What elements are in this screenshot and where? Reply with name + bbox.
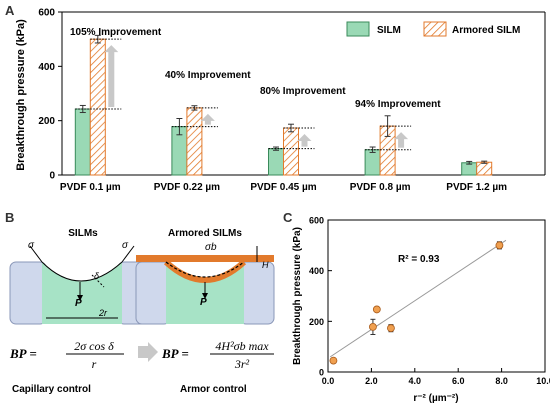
meniscus-silm: [41, 261, 123, 282]
data-point: [372, 305, 381, 314]
y-tick-label-c: 0: [319, 368, 324, 378]
armored-silms-title: Armored SILMs: [168, 228, 242, 239]
x-tick-label-c: 2.0: [365, 376, 378, 386]
plot-frame-c: [327, 219, 546, 373]
y-axis-label-c: Breakthrough pressure (kPa): [292, 227, 303, 365]
x-axis-label-c: r⁻² (µm⁻²): [413, 393, 458, 404]
legend-swatch-silm: [346, 21, 370, 37]
delta-label: δ: [94, 271, 100, 281]
eq1-lhs: BP =: [9, 346, 37, 361]
y-tick-label-a: 400: [38, 62, 55, 73]
legend-label-armored: Armored SILM: [452, 25, 520, 36]
bar-armored-silm: [283, 127, 299, 176]
data-point: [369, 323, 377, 331]
liquid-silm: [42, 262, 122, 324]
sigma-left: σ: [28, 240, 35, 251]
armored-pore-wall-left: [135, 261, 171, 325]
r2-annotation: R² = 0.93: [398, 254, 440, 265]
bar-silm: [364, 149, 381, 176]
bar-silm: [74, 108, 91, 176]
x-tick-label-c: 8.0: [495, 376, 508, 386]
bar-armored-silm: [476, 161, 493, 176]
pore-silm: σ σ δ P 2r: [9, 240, 155, 325]
armor-control-label: Armor control: [180, 384, 247, 395]
sigma-right: σ: [122, 240, 129, 251]
annotation-40: 40% Improvement: [165, 70, 251, 81]
x-tick-label-c: 10.0: [536, 376, 550, 386]
armor-layer: [136, 255, 274, 262]
eq2-numerator: 4H²σb max: [215, 339, 269, 353]
armored-pore-wall-right: [239, 261, 275, 325]
legend-label-silm: SILM: [377, 25, 401, 36]
pressure-label-armored: P: [200, 297, 207, 308]
x-tick-label-a: PVDF 1.2 µm: [446, 182, 507, 193]
annotation-105: 105% Improvement: [70, 27, 162, 38]
fit-line: [329, 239, 507, 358]
pore-wall-left: [9, 261, 47, 325]
eq1-denominator: r: [92, 357, 97, 371]
panel-label-a: A: [5, 3, 15, 18]
tangent-line: [91, 274, 105, 288]
h-label: H: [262, 260, 269, 270]
bar-armored-silm: [186, 107, 203, 176]
scatter-chart-c: Breakthrough pressure (kPa) r⁻² (µm⁻²) R…: [292, 216, 550, 405]
bar-armored-silm: [89, 38, 106, 176]
x-tick-label-a: PVDF 0.45 µm: [250, 182, 316, 193]
bar-silm: [268, 148, 284, 176]
x-tick-label-a: PVDF 0.1 µm: [60, 182, 121, 193]
y-tick-label-c: 600: [309, 216, 324, 226]
capillary-control-label: Capillary control: [12, 384, 91, 395]
eq2-denominator: 3r²: [234, 357, 250, 371]
improvement-arrow-icon: [104, 45, 119, 107]
panel-label-c: C: [283, 210, 293, 225]
y-axis-label-a: Breakthrough pressure (kPa): [15, 19, 27, 171]
x-tick-label-a: PVDF 0.22 µm: [154, 182, 220, 193]
y-tick-label-c: 400: [309, 266, 324, 276]
sigma-arrow-left: [29, 245, 43, 263]
improvement-arrow-icon: [394, 132, 409, 148]
pore-armored: σb H P: [135, 242, 275, 325]
annotation-80: 80% Improvement: [260, 86, 346, 97]
equations: BP = 2σ cos δ r BP = 4H²σb max 3r² Capil…: [9, 339, 274, 395]
y-tick-label-a: 0: [49, 171, 55, 182]
legend-a: SILM Armored SILM: [346, 21, 520, 37]
armor-tension-curve: [165, 261, 245, 278]
panel-label-b: B: [5, 210, 14, 225]
eq1-numerator: 2σ cos δ: [74, 339, 114, 353]
x-tick-label-c: 0.0: [322, 376, 335, 386]
annotation-94: 94% Improvement: [355, 99, 441, 110]
armor-meniscus: [163, 259, 247, 283]
y-tick-label-a: 200: [38, 116, 55, 127]
diagram-b: SILMs Armored SILMs σ σ δ P 2r: [9, 228, 275, 395]
bar-chart-a: Breakthrough pressure (kPa) 0 200 400 600 P…: [15, 8, 546, 193]
silms-title: SILMs: [68, 228, 98, 239]
y-tick-label-c: 200: [309, 317, 324, 327]
data-point: [387, 324, 395, 333]
sigma-arrow-right: [121, 245, 135, 263]
sigma-b-label: σb: [205, 242, 217, 253]
legend-swatch-armored: [423, 21, 447, 37]
y-tick-label-a: 600: [38, 8, 55, 19]
x-tick-label-c: 6.0: [452, 376, 465, 386]
data-point: [329, 356, 338, 365]
x-tick-label-a: PVDF 0.8 µm: [350, 182, 411, 193]
arrow-icon: [138, 342, 158, 362]
eq2-lhs: BP =: [161, 346, 189, 361]
x-tick-label-c: 4.0: [409, 376, 422, 386]
two-r-label: 2r: [98, 308, 108, 318]
data-point: [495, 241, 504, 250]
pressure-label-silm: P: [75, 298, 82, 309]
improvement-arrow-icon: [200, 113, 215, 125]
improvement-arrow-icon: [297, 134, 312, 147]
